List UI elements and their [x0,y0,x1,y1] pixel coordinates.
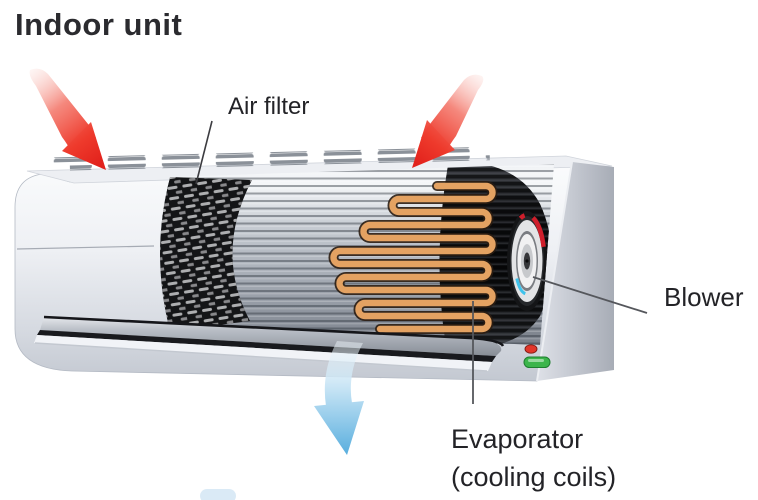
air-outlet-louver [34,315,505,372]
diagram-title: Indoor unit [15,7,183,42]
indicator-lights [523,344,551,368]
side-panel-edge-highlight [536,161,573,382]
cool-air-arrow [314,341,364,455]
warm-air-arrow-right [412,74,484,168]
blower-end-cap [507,211,547,311]
air-filter-mesh [160,177,252,331]
blower-red-accent [531,216,546,248]
interior-cutaway [160,164,554,345]
label-air-filter: Air filter [228,93,310,120]
label-blower: Blower [664,282,744,312]
coil-tube [330,182,496,333]
power-indicator-green [523,356,551,368]
label-evaporator: Evaporator (cooling coils) [451,420,616,496]
blower-cyan-accent [515,278,527,296]
unit-side-panel [537,162,614,381]
power-indicator-red [524,344,538,354]
label-evaporator-line1: Evaporator [451,424,584,454]
cooling-coils [328,181,498,334]
body-seam-line [16,245,155,250]
air-filter-leader-line [195,120,213,185]
warm-air-arrow-left [29,68,106,170]
blower-leader-line [532,276,648,314]
label-evaporator-line2: (cooling coils) [451,462,617,492]
top-air-vents [49,147,490,171]
blower-red-accent-small [518,213,526,220]
cool-air-trace [200,489,236,500]
green-indicator-highlight [528,359,544,362]
